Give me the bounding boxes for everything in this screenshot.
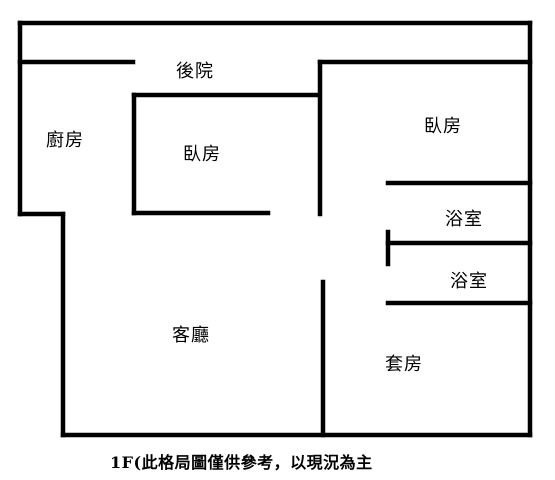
- room-labels: 後院 廚房 臥房 臥房 浴室 浴室 客廳 套房: [46, 61, 488, 375]
- room-label-living-room: 客廳: [172, 325, 210, 346]
- room-label-suite: 套房: [385, 354, 423, 375]
- room-label-bedroom-right: 臥房: [424, 116, 462, 137]
- room-label-bedroom-left: 臥房: [183, 144, 221, 165]
- walls: [17, 20, 533, 438]
- room-label-kitchen: 廚房: [46, 129, 84, 151]
- room-label-bathroom-2: 浴室: [450, 271, 488, 292]
- floor-plan-caption: 1F(此格局圖僅供參考，以現況為主: [110, 453, 373, 472]
- room-label-bathroom-1: 浴室: [445, 209, 483, 230]
- room-label-backyard: 後院: [176, 61, 214, 82]
